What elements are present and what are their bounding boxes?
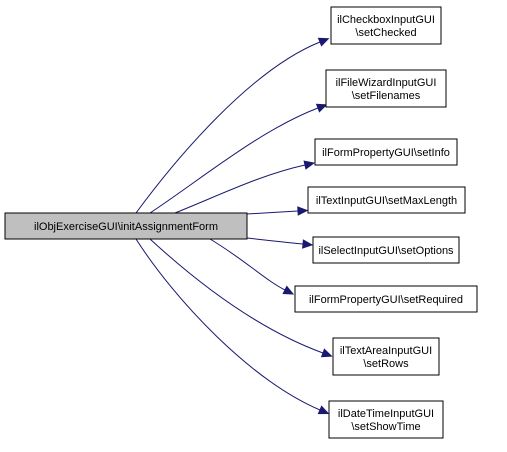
- call-edge-arrowhead-5: [282, 285, 295, 295]
- call-edge-4: [246, 237, 304, 245]
- target-node-3-box[interactable]: [307, 186, 466, 214]
- call-edge-arrowhead-6: [320, 348, 333, 358]
- target-node-5[interactable]: ilFormPropertyGUI\setRequired: [294, 285, 478, 313]
- target-node-6-label-1: \setRows: [363, 358, 409, 370]
- call-edge-arrowhead-0: [317, 37, 330, 47]
- target-node-1-box[interactable]: [325, 69, 447, 108]
- target-node-0-box[interactable]: [330, 6, 442, 45]
- target-node-4-label-0: ilSelectInputGUI\setOptions: [318, 245, 454, 257]
- target-node-7-label-1: \setShowTime: [351, 421, 420, 433]
- source-node-box[interactable]: [4, 212, 248, 240]
- call-edges: [135, 37, 333, 415]
- target-node-2-label-0: ilFormPropertyGUI\setInfo: [322, 147, 450, 159]
- call-edge-arrowhead-1: [315, 103, 328, 113]
- target-node-5-label-0: ilFormPropertyGUI\setRequired: [309, 294, 463, 306]
- call-edge-arrowhead-2: [303, 160, 315, 170]
- target-node-7-label-0: ilDateTimeInputGUI: [338, 408, 434, 420]
- call-edge-3: [246, 210, 299, 215]
- call-edge-5: [209, 238, 286, 291]
- target-node-0[interactable]: ilCheckboxInputGUI\setChecked: [330, 6, 442, 45]
- target-node-1-label-1: \setFilenames: [352, 90, 421, 102]
- target-node-4-box[interactable]: [312, 236, 460, 264]
- target-node-0-label-1: \setChecked: [355, 27, 416, 39]
- call-edge-2: [174, 164, 306, 214]
- target-node-3-label-0: ilTextInputGUI\setMaxLength: [316, 195, 457, 207]
- call-edge-arrowhead-3: [297, 206, 309, 216]
- target-node-2-box[interactable]: [314, 138, 458, 166]
- target-node-7[interactable]: ilDateTimeInputGUI\setShowTime: [328, 400, 444, 439]
- target-node-7-box[interactable]: [328, 400, 444, 439]
- source-node-label-0: ilObjExerciseGUI\initAssignmentForm: [34, 221, 218, 233]
- graph-nodes: ilObjExerciseGUI\initAssignmentForm ilChe…: [4, 6, 478, 439]
- target-node-1[interactable]: ilFileWizardInputGUI\setFilenames: [325, 69, 447, 108]
- call-edge-7: [135, 238, 321, 411]
- target-node-1-label-0: ilFileWizardInputGUI: [336, 77, 437, 89]
- call-edge-arrowhead-4: [302, 239, 314, 249]
- target-node-0-label-0: ilCheckboxInputGUI: [337, 14, 435, 26]
- call-edge-1: [149, 107, 319, 214]
- target-node-2[interactable]: ilFormPropertyGUI\setInfo: [314, 138, 458, 166]
- call-edge-0: [135, 41, 321, 214]
- target-node-6-box[interactable]: [332, 337, 440, 376]
- source-node[interactable]: ilObjExerciseGUI\initAssignmentForm: [4, 212, 248, 240]
- target-node-6-label-0: ilTextAreaInputGUI: [340, 345, 432, 357]
- target-node-3[interactable]: ilTextInputGUI\setMaxLength: [307, 186, 466, 214]
- target-node-5-box[interactable]: [294, 285, 478, 313]
- target-node-4[interactable]: ilSelectInputGUI\setOptions: [312, 236, 460, 264]
- call-edge-6: [149, 238, 324, 354]
- call-edge-arrowhead-7: [317, 405, 330, 415]
- target-node-6[interactable]: ilTextAreaInputGUI\setRows: [332, 337, 440, 376]
